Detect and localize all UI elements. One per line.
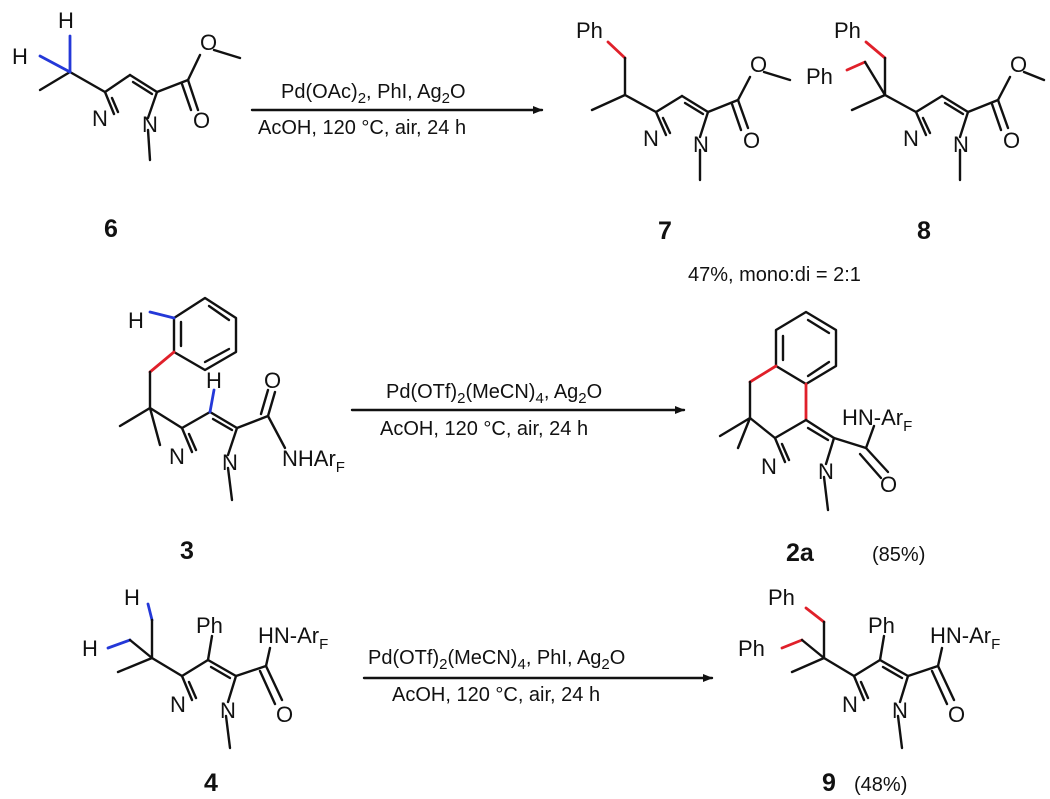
compound-4-atom-labels: H H Ph N N O HN-ArF [82,585,328,727]
atom-n: N [169,444,185,469]
compound-2a-structure [718,310,890,512]
compound-6-atom-labels: H H N N O O [12,8,217,137]
atom-o: O [264,368,281,393]
atom-h: H [206,368,222,393]
atom-ph: Ph [868,613,895,638]
compound-3-structure [118,296,287,502]
atom-o: O [743,128,760,153]
atom-ph: Ph [196,613,223,638]
atom-ph: Ph [576,18,603,43]
atom-o: O [200,30,217,55]
atom-o: O [1003,128,1020,153]
compound-number-3: 3 [180,537,194,565]
compound-6-structure [38,34,242,162]
atom-h: H [82,636,98,661]
reagents-3: Pd(OTf)2(MeCN)4, PhI, Ag2O [368,647,625,673]
compound-3-atom-labels: H H N N O NHArF [128,308,345,476]
atom-ph: Ph [834,18,861,43]
conditions-2: AcOH, 120 °C, air, 24 h [380,418,588,440]
compound-number-8: 8 [917,217,931,245]
compound-number-9: 9 [822,769,836,797]
compound-8-atom-labels: Ph Ph N N O O [806,18,1027,157]
compound-8-structure [845,40,1046,182]
atom-n: N [953,132,969,157]
compound-number-7: 7 [658,217,672,245]
atom-hnar: HN-ArF [258,623,328,653]
atom-ph: Ph [806,64,833,89]
atom-nhar: NHArF [282,446,345,476]
atom-hnar: HN-ArF [842,405,912,435]
compound-7-atom-labels: Ph N N O O [576,18,767,157]
compound-7-structure [590,40,792,182]
atom-o: O [193,108,210,133]
atom-ph: Ph [738,636,765,661]
atom-n: N [170,692,186,717]
atom-ph: Ph [768,585,795,610]
atom-n: N [643,126,659,151]
conditions-3: AcOH, 120 °C, air, 24 h [392,684,600,706]
compound-9-structure [780,606,956,750]
atom-n: N [761,454,777,479]
atom-n: N [818,459,834,484]
compound-number-6: 6 [104,215,118,243]
atom-n: N [142,112,158,137]
compound-9-atom-labels: Ph Ph Ph N N O HN-ArF [738,585,1000,727]
atom-o: O [948,702,965,727]
compound-number-2a: 2a [786,539,815,567]
atom-hnar: HN-ArF [930,623,1000,653]
compound-4-structure [106,602,284,750]
atom-o: O [750,52,767,77]
compound-2a-atom-labels: N N O HN-ArF [761,405,912,497]
atom-n: N [222,450,238,475]
atom-h: H [124,585,140,610]
atom-n: N [220,698,236,723]
yield-note: 47%, mono:di = 2:1 [688,264,861,286]
reagents-1: Pd(OAc)2, PhI, Ag2O [281,81,466,107]
atom-n: N [92,106,108,131]
atom-n: N [842,692,858,717]
compound-number-4: 4 [204,769,218,797]
atom-h: H [58,8,74,33]
atom-n: N [892,698,908,723]
atom-o: O [276,702,293,727]
reagents-2: Pd(OTf)2(MeCN)4, Ag2O [386,381,602,407]
atom-o: O [880,472,897,497]
atom-h: H [128,308,144,333]
atom-n: N [693,132,709,157]
atom-o: O [1010,52,1027,77]
conditions-1: AcOH, 120 °C, air, 24 h [258,117,466,139]
yield-9: (48%) [854,774,907,796]
atom-n: N [903,126,919,151]
atom-h: H [12,44,28,69]
yield-2a: (85%) [872,544,925,566]
